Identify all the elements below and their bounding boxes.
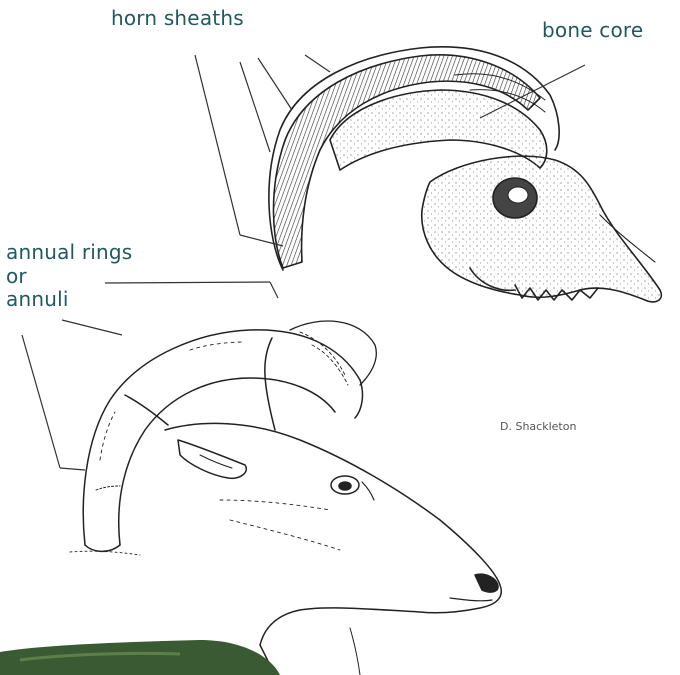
ram-nose [475,574,498,592]
skull-with-horn-diagram [269,47,661,302]
ram-head-outline [165,423,501,645]
annual-ring-2 [265,338,275,430]
annual-rings-leaders [22,282,278,470]
annual-ring-3 [96,486,120,490]
ram-head-diagram [70,321,501,675]
annual-ring-1 [125,395,168,425]
ram-horn-outline [83,330,362,545]
skull-outline [422,156,662,302]
ram-ear [178,440,246,478]
